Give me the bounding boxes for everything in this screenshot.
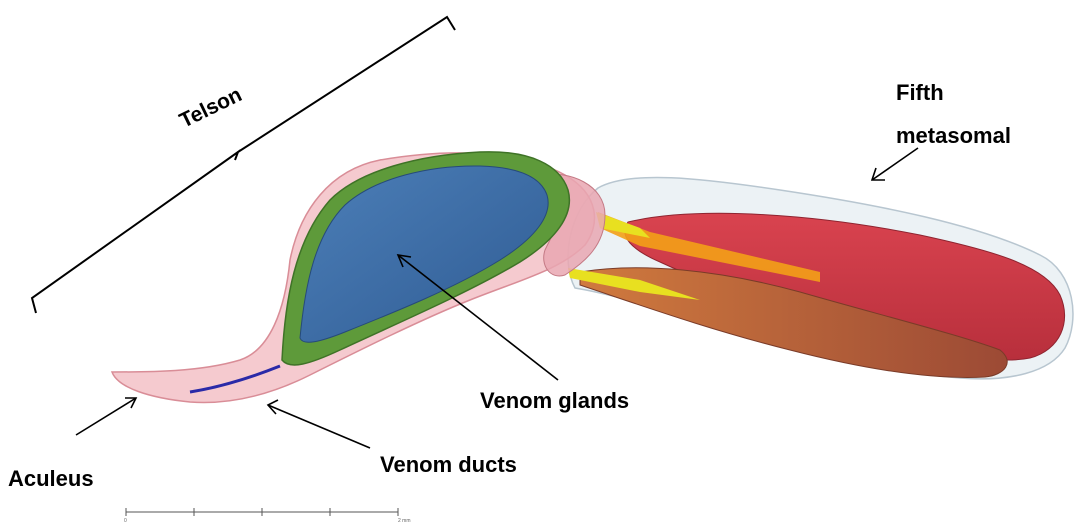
arrow-venom-ducts	[268, 400, 370, 448]
arrow-aculeus	[76, 398, 136, 435]
arrow-fifth-metasomal	[872, 148, 918, 180]
label-aculeus: Aculeus	[8, 466, 94, 491]
label-fifth: Fifth	[896, 80, 944, 105]
label-venom-ducts: Venom ducts	[380, 452, 517, 477]
label-venom-glands: Venom glands	[480, 388, 629, 413]
scale-bar-right-label: 2 mm	[398, 518, 411, 524]
scale-bar-left-label: 0	[124, 518, 127, 524]
scale-bar	[126, 508, 398, 516]
label-metasomal: metasomal	[896, 123, 1011, 148]
